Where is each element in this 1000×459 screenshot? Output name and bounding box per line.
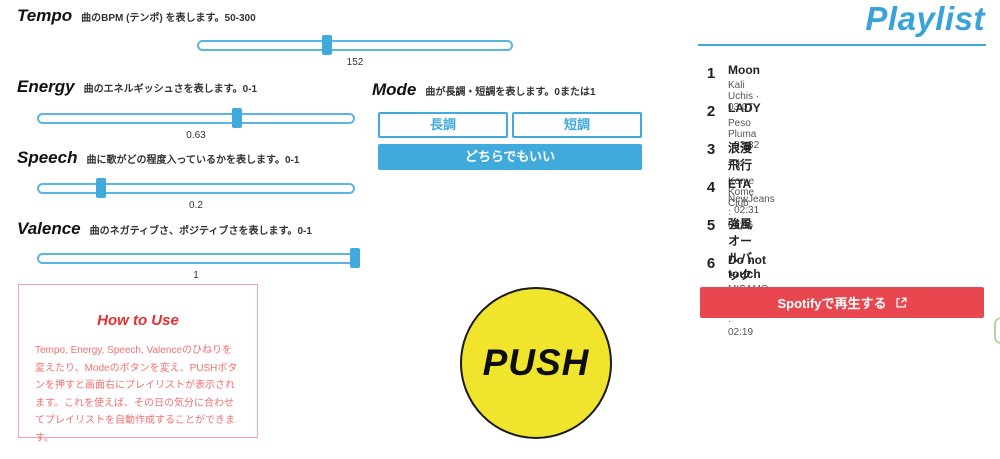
tempo-value: 152 bbox=[346, 57, 364, 68]
tempo-slider-thumb[interactable] bbox=[321, 35, 332, 55]
energy-slider[interactable]: 0.63 bbox=[37, 108, 355, 141]
track-number: 4 bbox=[706, 179, 716, 196]
energy-heading: Energy 曲のエネルギッシュさを表します。0-1 bbox=[17, 77, 257, 97]
track-artist-duration: Kome Kome Club · 04:06 bbox=[728, 176, 755, 231]
energy-slider-thumb[interactable] bbox=[232, 108, 243, 128]
tempo-label: Tempo bbox=[17, 6, 73, 25]
energy-description: 曲のエネルギッシュさを表します。0-1 bbox=[83, 84, 258, 95]
valence-slider-thumb[interactable] bbox=[350, 248, 360, 268]
speech-description: 曲に歌がどの程度入っているかを表します。0-1 bbox=[86, 155, 300, 166]
speech-slider-track[interactable] bbox=[37, 183, 355, 194]
spotify-play-button[interactable]: Spotifyで再生する bbox=[700, 287, 984, 318]
track-number: 3 bbox=[706, 141, 716, 158]
push-button-label: PUSH bbox=[482, 342, 590, 383]
speech-heading: Speech 曲に歌がどの程度入っているかを表します。0-1 bbox=[17, 148, 299, 168]
push-button[interactable]: PUSH bbox=[460, 287, 612, 439]
playlist-divider bbox=[698, 44, 986, 46]
tempo-description: 曲のBPM (テンポ) を表します。50-300 bbox=[81, 13, 256, 24]
mode-minor-button[interactable]: 短調 bbox=[512, 112, 642, 138]
tempo-slider[interactable]: 152 bbox=[197, 35, 513, 68]
how-to-use-title: How to Use bbox=[97, 312, 179, 329]
spotify-play-button-label: Spotifyで再生する bbox=[777, 296, 887, 311]
track-artist-duration: Kali Uchis · 03:07 bbox=[728, 80, 760, 113]
energy-label: Energy bbox=[17, 77, 75, 96]
track-title: LADY bbox=[728, 101, 761, 115]
energy-slider-track[interactable] bbox=[37, 113, 355, 124]
valence-value: 1 bbox=[193, 270, 199, 281]
track-number: 1 bbox=[706, 65, 716, 82]
mode-heading: Mode 曲が長調・短調を表します。0または1 bbox=[372, 80, 596, 100]
speech-slider-thumb[interactable] bbox=[95, 178, 106, 198]
track-artist-duration: Peso Pluma · 03:32 bbox=[728, 118, 760, 151]
how-to-use-body: Tempo, Energy, Speech, Valenceのひねりを変えたり、… bbox=[35, 345, 238, 444]
energy-value: 0.63 bbox=[186, 130, 206, 141]
track-number: 2 bbox=[706, 103, 716, 120]
speech-value: 0.2 bbox=[189, 200, 203, 211]
track-title: 強風オールバック bbox=[728, 217, 753, 282]
mode-description: 曲が長調・短調を表します。0または1 bbox=[425, 87, 596, 98]
how-to-use-box: How to Use Tempo, Energy, Speech, Valenc… bbox=[18, 284, 258, 444]
clipped-green-panel-edge bbox=[994, 317, 1000, 344]
tempo-slider-track[interactable] bbox=[197, 40, 513, 51]
track-number: 6 bbox=[706, 255, 716, 272]
track-artist-duration: NewJeans · 02:31 bbox=[728, 194, 775, 216]
track-title: ETA bbox=[728, 177, 752, 191]
track-title: Do not touch bbox=[728, 253, 766, 281]
valence-heading: Valence 曲のネガティブさ、ポジティブさを表します。0-1 bbox=[17, 219, 312, 239]
mode-major-button[interactable]: 長調 bbox=[378, 112, 508, 138]
external-link-icon bbox=[895, 297, 907, 308]
mode-label: Mode bbox=[372, 80, 417, 99]
tempo-heading: Tempo 曲のBPM (テンポ) を表します。50-300 bbox=[17, 6, 256, 26]
valence-label: Valence bbox=[17, 219, 81, 238]
valence-slider[interactable]: 1 bbox=[37, 248, 360, 281]
valence-slider-track[interactable] bbox=[37, 253, 355, 264]
speech-label: Speech bbox=[17, 148, 78, 167]
speech-slider[interactable]: 0.2 bbox=[37, 178, 355, 211]
playlist-title: Playlist bbox=[865, 0, 985, 37]
track-title: Moon bbox=[728, 63, 760, 77]
track-number: 5 bbox=[706, 217, 716, 234]
valence-description: 曲のネガティブさ、ポジティブさを表します。0-1 bbox=[89, 226, 312, 237]
track-title: 浪漫飛行 bbox=[728, 141, 753, 172]
mode-any-button[interactable]: どちらでもいい bbox=[378, 144, 642, 170]
